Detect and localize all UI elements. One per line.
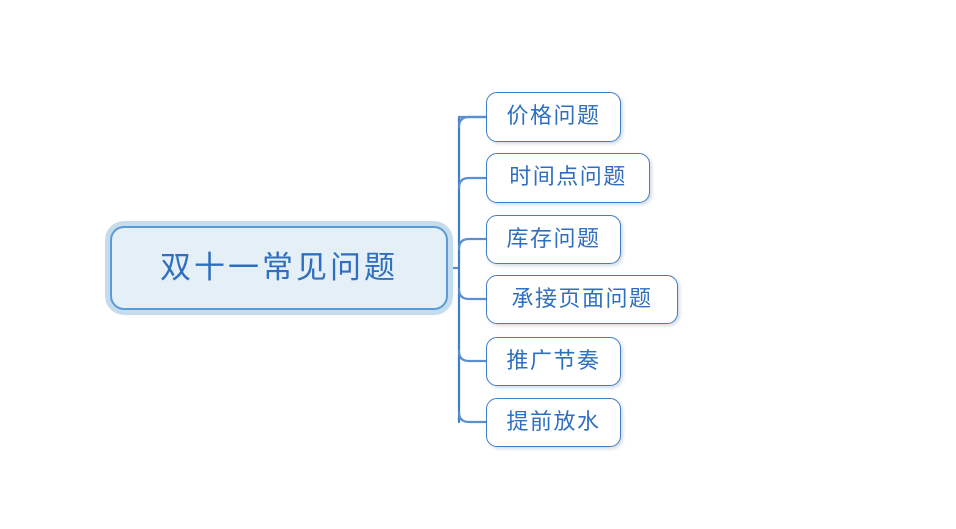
child-node-label: 提前放水 [506,409,601,435]
connector-elbow-2 [457,176,488,190]
child-node-label: 推广节奏 [506,348,601,374]
child-node-1[interactable]: 价格问题 [486,92,621,142]
child-node-label: 承接页面问题 [511,286,653,312]
child-node-label: 时间点问题 [509,165,627,190]
child-node-label: 价格问题 [506,104,601,129]
child-node-2[interactable]: 时间点问题 [486,153,650,203]
connector-elbow-5 [457,349,488,363]
child-node-3[interactable]: 库存问题 [486,215,621,264]
child-node-5[interactable]: 推广节奏 [486,337,621,386]
connector-elbow-3 [457,237,488,251]
child-node-4[interactable]: 承接页面问题 [486,275,678,324]
connector-elbow-4 [457,287,488,301]
child-node-label: 库存问题 [506,226,601,252]
root-node-label: 双十一常见问题 [160,249,398,286]
root-node[interactable]: 双十一常见问题 [110,226,448,310]
connector-elbow-1 [457,115,488,129]
child-node-6[interactable]: 提前放水 [486,398,621,447]
connector-elbow-6 [457,410,488,424]
